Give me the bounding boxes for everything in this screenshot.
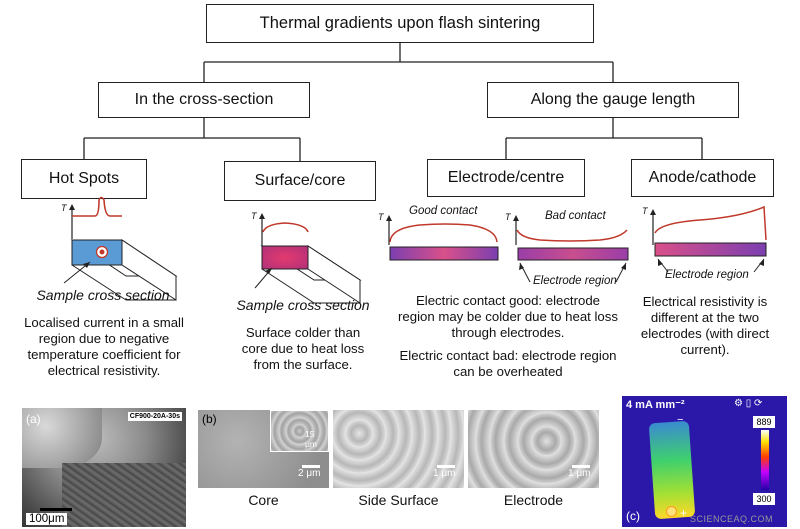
bad-contact-label: Bad contact (545, 210, 606, 222)
gauge-length-label: Along the gauge length (530, 91, 696, 108)
panel-c-sample-glow (648, 420, 696, 520)
surface-core-schematic (254, 213, 362, 304)
panel-c-label: (c) (626, 509, 640, 523)
hot-spots-schematic (63, 196, 178, 301)
surface-core-axis-label: T (251, 211, 257, 221)
hot-spots-box: Hot Spots (21, 159, 147, 199)
hot-spots-axis-label: T (61, 203, 67, 213)
anode-cathode-axis-label: T (642, 206, 648, 216)
good-contact-label: Good contact (409, 205, 478, 217)
good-contact-schematic (386, 215, 499, 261)
panel-b-core-image: (b) 15 μm 2 μm (198, 410, 329, 488)
panel-b-electrode-caption: Electrode (503, 492, 564, 508)
bad-contact-electrode-region: Electrode region (533, 275, 617, 287)
panel-b-core-caption: Core (248, 492, 279, 508)
electrode-centre-heading: Electrode/centre (447, 169, 565, 186)
hot-spots-description: Localised current in a small region due … (24, 315, 184, 378)
panel-c-scale-max: 889 (753, 416, 775, 428)
panel-b-electrode-image: 1 μm (468, 410, 599, 488)
panel-b-inset-scale: 15 μm (305, 429, 317, 449)
panel-b-side-scale-bar (437, 465, 455, 468)
panel-c-colorbar (761, 430, 769, 490)
panel-c-current: 4 mA mm⁻² (626, 399, 685, 411)
panel-a-texture (62, 463, 186, 527)
anode-cathode-description: Electrical resistivity is different at t… (640, 294, 770, 357)
panel-a-scale-bar (40, 508, 72, 511)
title: Thermal gradients upon flash sintering (259, 14, 541, 32)
panel-b-side-scale: 1 μm (433, 468, 456, 479)
panel-b-side-image: 1 μm (333, 410, 464, 488)
anode-cathode-box: Anode/cathode (631, 159, 774, 197)
panel-a-sem-image: (a) CF900-20A-30s 100μm (22, 408, 186, 527)
good-contact-axis-label: T (378, 212, 384, 222)
hot-spots-caption: Sample cross section (36, 287, 170, 303)
anode-cathode-schematic (650, 205, 767, 273)
panel-b-core-scale: 2 μm (298, 468, 321, 479)
electrode-good-description: Electric contact good: electrode region … (398, 293, 618, 340)
surface-core-box: Surface/core (224, 161, 376, 201)
cross-section-label: In the cross-section (134, 91, 274, 108)
surface-core-caption: Sample cross section (236, 297, 370, 313)
panel-b-side-caption: Side Surface (358, 492, 439, 508)
electrode-bad-description: Electric contact bad: electrode region c… (399, 348, 617, 379)
hot-spots-heading: Hot Spots (48, 170, 120, 187)
panel-b-electrode-scale: 1 μm (568, 468, 591, 479)
title-box: Thermal gradients upon flash sintering (206, 4, 594, 43)
panel-a-fracture-region (22, 408, 102, 468)
panel-c-hotspot (666, 506, 677, 517)
anode-cathode-electrode-region: Electrode region (665, 269, 749, 281)
panel-c-scale-min: 300 (753, 493, 775, 505)
electrode-centre-box: Electrode/centre (427, 159, 585, 197)
panel-c-positive: + (680, 506, 688, 520)
panel-b-core-scale-bar (302, 465, 320, 468)
panel-b-label: (b) (202, 412, 217, 426)
panel-c-toolbar-icons: ⚙ ▯ ⟳ (734, 398, 763, 409)
anode-cathode-heading: Anode/cathode (648, 169, 757, 186)
panel-b-electrode-scale-bar (572, 465, 590, 468)
panel-a-scale-label: 100μm (26, 513, 68, 525)
surface-core-description: Surface colder than core due to heat los… (241, 325, 365, 372)
bad-contact-schematic (513, 215, 629, 283)
panel-a-label: (a) (26, 412, 41, 426)
gauge-length-box: Along the gauge length (487, 82, 739, 118)
surface-core-heading: Surface/core (254, 172, 346, 189)
panel-c-thermal-image: 4 mA mm⁻² ⚙ ▯ ⟳ − + 889 300 (c) (622, 396, 787, 527)
bad-contact-axis-label: T (505, 212, 511, 222)
cross-section-box: In the cross-section (98, 82, 310, 118)
panel-a-sample-id: CF900-20A-30s (127, 412, 182, 421)
panel-b-inset: 15 μm (270, 410, 329, 452)
panel-c-negative: − (677, 414, 684, 426)
watermark: SCIENCEAQ.COM (690, 514, 774, 524)
